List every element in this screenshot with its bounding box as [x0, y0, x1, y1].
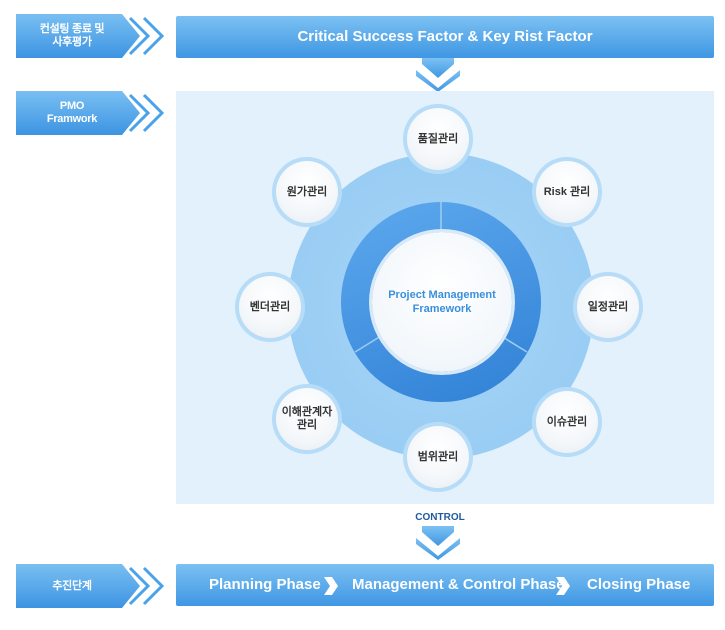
side-label-pmo: PMO Framwork: [16, 91, 164, 135]
node-schedule[interactable]: 일정관리: [573, 272, 643, 342]
center-circle: [372, 232, 512, 372]
node-quality[interactable]: 품질관리: [403, 104, 473, 174]
csf-bar-title: Critical Success Factor & Key Rist Facto…: [297, 28, 593, 45]
node-label: 범위관리: [417, 450, 459, 463]
side-label-text: 컨설팅 종료 및 사후평가: [16, 14, 128, 58]
side-label-phases: 추진단계: [16, 564, 164, 608]
node-label: Risk 관리: [543, 185, 591, 198]
node-label: 이슈관리: [546, 415, 588, 428]
node-label: 벤더관리: [249, 300, 291, 313]
phase-planning: Planning Phase: [209, 576, 321, 593]
chevron-right-icon: [556, 577, 570, 595]
side-label-line: 사후평가: [52, 36, 92, 48]
side-label-line: PMO: [59, 100, 85, 112]
node-label: 원가관리: [286, 185, 328, 198]
down-arrow-icon: [416, 526, 460, 560]
chevron-right-icon: [324, 577, 338, 595]
ring-dividers: [354, 202, 528, 353]
node-label: 일정관리: [587, 300, 629, 313]
node-label: 품질관리: [417, 132, 459, 145]
side-label-text: 추진단계: [16, 564, 128, 608]
phase-management-control: Management & Control Phase: [352, 576, 565, 593]
chevron-arrow-icon: [16, 564, 164, 608]
chevron-arrow-icon: [16, 91, 164, 135]
csf-bar: Critical Success Factor & Key Rist Facto…: [176, 16, 714, 58]
chevron-arrow-icon: [16, 14, 164, 58]
node-risk[interactable]: Risk 관리: [532, 157, 602, 227]
node-label: 이해관계자: [281, 406, 333, 418]
node-stakeholder[interactable]: 이해관계자 관리: [272, 384, 342, 454]
center-label: Project Management Framework: [372, 232, 512, 372]
node-vendor[interactable]: 벤더관리: [235, 272, 305, 342]
control-label: CONTROL: [415, 512, 465, 523]
side-label-consulting: 컨설팅 종료 및 사후평가: [16, 14, 164, 58]
side-label-line: 추진단계: [52, 579, 92, 592]
center-label-line: Framework: [412, 303, 472, 315]
phase-bar: Planning Phase Management & Control Phas…: [176, 564, 714, 606]
node-issue[interactable]: 이슈관리: [532, 387, 602, 457]
side-label-line: 컨설팅 종료 및: [39, 23, 105, 35]
phase-closing: Closing Phase: [587, 576, 691, 593]
side-label-line: Framwork: [46, 113, 98, 125]
node-cost[interactable]: 원가관리: [272, 157, 342, 227]
node-scope[interactable]: 범위관리: [403, 422, 473, 492]
down-arrow-icon: [416, 58, 460, 92]
node-label: 관리: [296, 419, 318, 431]
side-label-text: PMO Framwork: [16, 91, 128, 135]
center-label-line: Project Management: [388, 289, 496, 301]
